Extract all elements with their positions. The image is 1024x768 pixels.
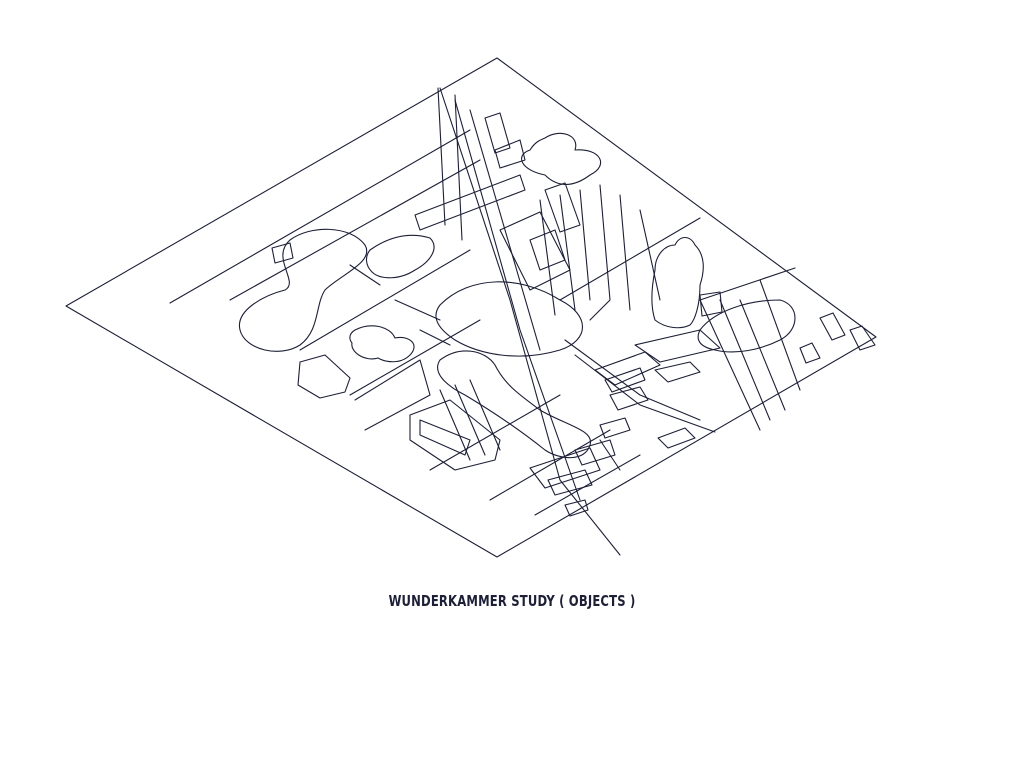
isometric-plane (65, 57, 877, 558)
block-objects (271, 112, 876, 517)
organic-objects (239, 132, 796, 459)
detail-strokes (349, 264, 716, 471)
drawing-caption: WUNDERKAMMER STUDY ( OBJECTS ) (388, 592, 636, 610)
vertical-lines (437, 87, 591, 316)
long-diagonal-lines (439, 87, 801, 556)
cross-diagonal-lines (169, 129, 796, 516)
